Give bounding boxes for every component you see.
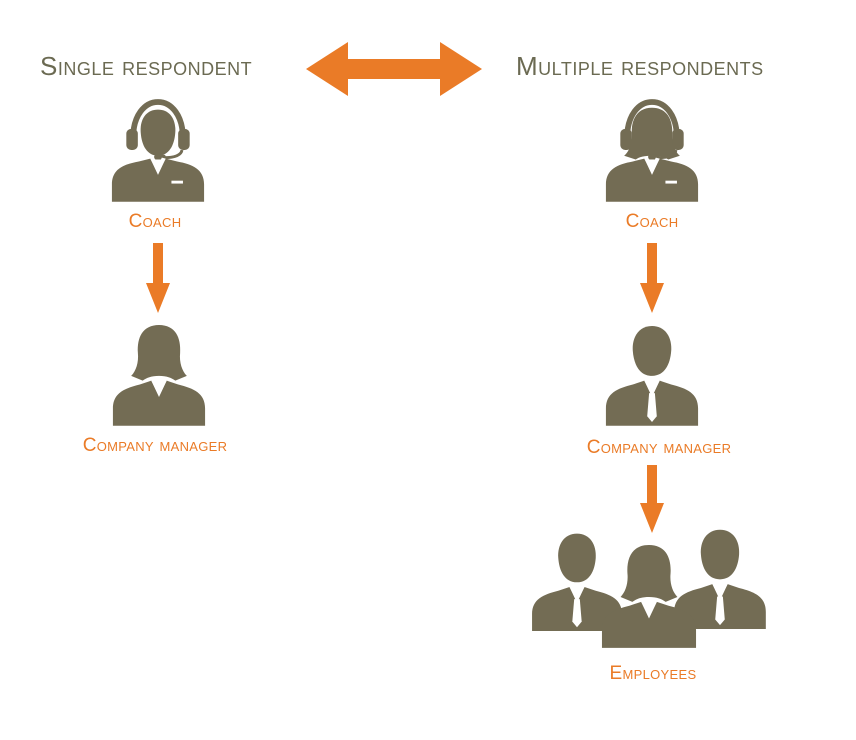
down-arrow-icon <box>640 243 664 313</box>
left-coach-label: Coach <box>128 211 182 232</box>
left-company-manager-label: Company manager <box>82 435 228 456</box>
down-arrow-icon <box>640 465 664 533</box>
employee-group-icon <box>532 529 766 648</box>
businessman-icon <box>604 320 700 426</box>
headset-woman-icon <box>604 96 700 202</box>
multiple-respondents-heading: Multiple respondents <box>516 51 764 81</box>
right-company-manager-label: Company manager <box>586 437 732 458</box>
double-arrow-icon <box>306 42 482 96</box>
businesswoman-icon <box>111 320 207 426</box>
headset-person-icon <box>110 96 206 202</box>
employees-label: Employees <box>609 663 697 684</box>
single-respondent-heading: Single respondent <box>40 51 253 81</box>
down-arrow-icon <box>146 243 170 313</box>
right-coach-label: Coach <box>625 211 679 232</box>
